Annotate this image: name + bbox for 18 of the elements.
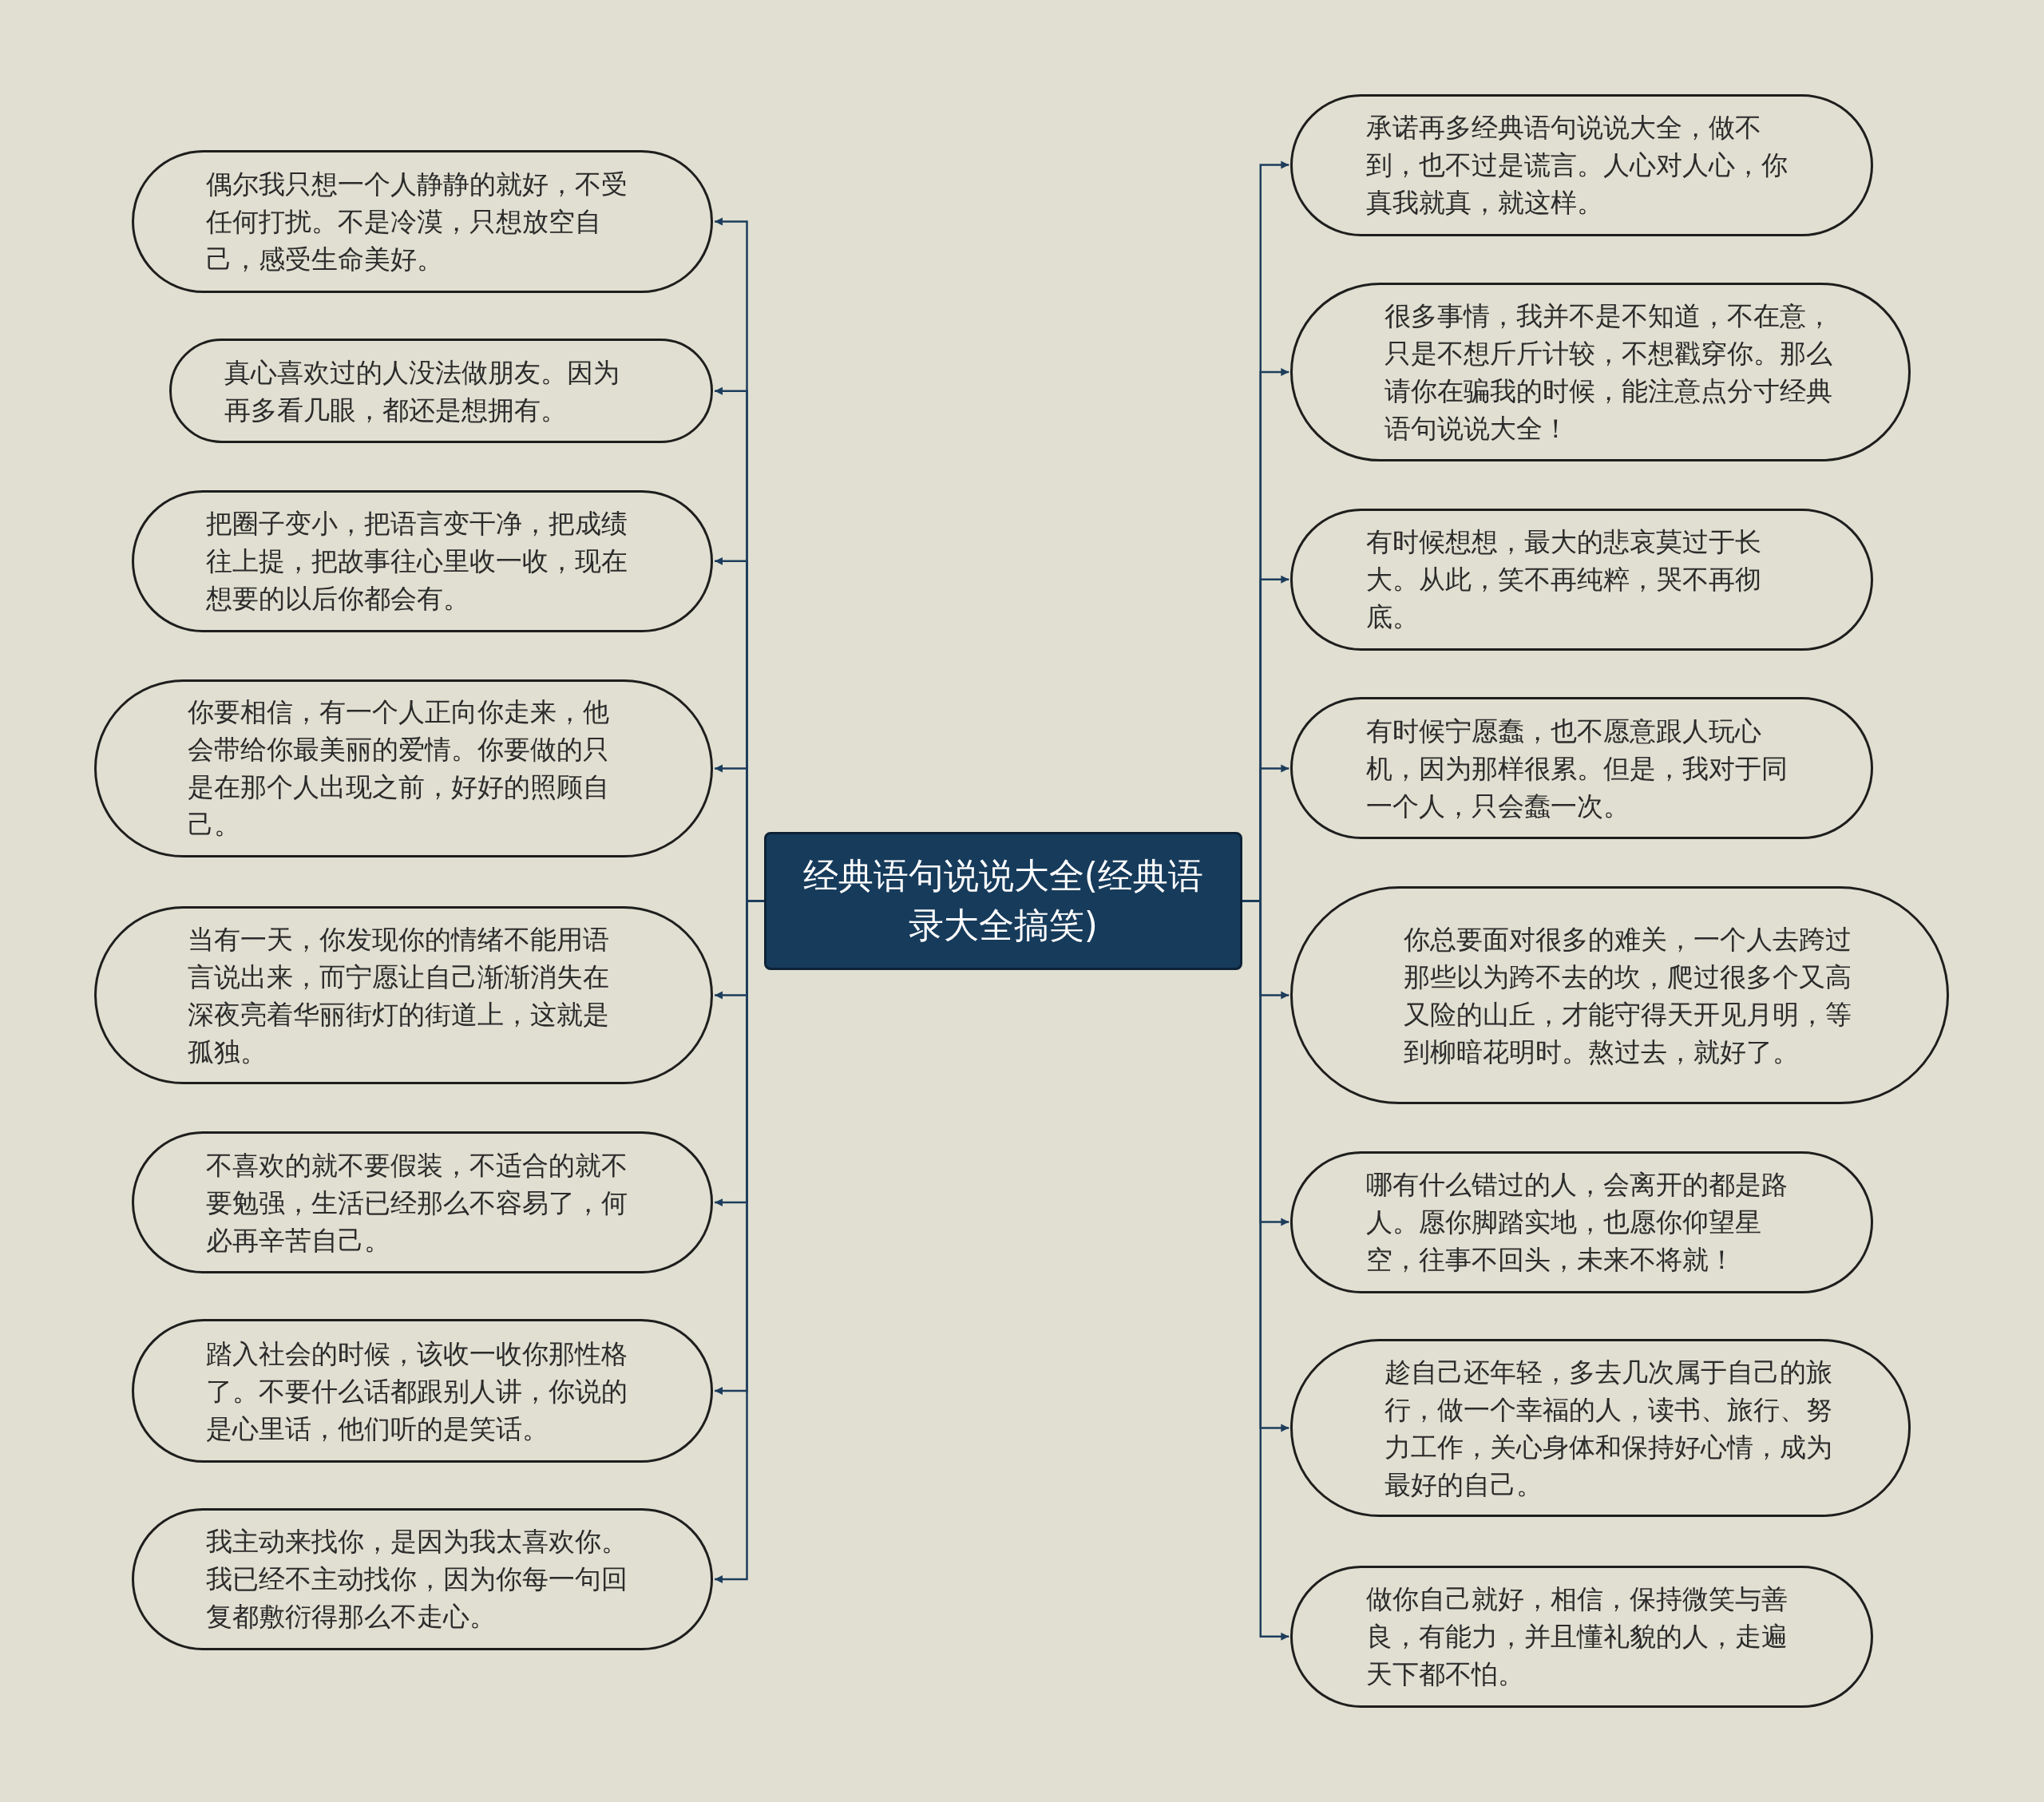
quote-text: 很多事情，我并不是不知道，不在意，只是不想斤斤计较，不想戳穿你。那么请你在骗我的时候，能注意点分寸经典语句说说大全！: [1384, 299, 1833, 446]
quote-text: 我主动来找你，是因为我太喜欢你。我已经不主动找你，因为你每一句回复都敷衍得那么不走心。: [205, 1525, 628, 1634]
quote-text: 你要相信，有一个人正向你走来，他会带给你最美丽的爱情。你要做的只是在那个人出现之前，好好的照顾自己。: [187, 695, 610, 842]
quote-text: 你总要面对很多的难关，一个人去跨过那些以为跨不去的坎，爬过很多个又高又险的山丘，才能守得天开见月明，等到柳暗花明时。熬过去，就好了。: [1404, 922, 1853, 1069]
quote-text: 哪有什么错过的人，会离开的都是路人。愿你脚踏实地，也愿你仰望星空，往事不回头，未来不将就！: [1365, 1168, 1788, 1277]
quote-text: 踏入社会的时候，该收一收你那性格了。不要什么话都跟别人讲，你说的是心里话，他们听的是笑话。: [205, 1337, 628, 1446]
quote-text: 偶尔我只想一个人静静的就好，不受任何打扰。不是冷漠，只想放空自己，感受生命美好。: [205, 168, 628, 277]
quote-text: 真心喜欢过的人没法做朋友。因为再多看几眼，都还是想拥有。: [224, 355, 620, 427]
quote-text: 趁自己还年轻，多去几次属于自己的旅行，做一个幸福的人，读书、旅行、努力工作，关心身体和保持好心情，成为最好的自己。: [1384, 1355, 1833, 1502]
quote-text: 有时候想想，最大的悲哀莫过于长大。从此，笑不再纯粹，哭不再彻底。: [1365, 525, 1762, 635]
topic-title: 经典语句说说大全(经典语录大全搞笑): [802, 854, 1204, 948]
quote-text: 做你自己就好，相信，保持微笑与善良，有能力，并且懂礼貌的人，走遍天下都不怕。: [1365, 1582, 1788, 1692]
quote-text: 把圈子变小，把语言变干净，把成绩往上提，把故事往心里收一收，现在想要的以后你都会有。: [205, 507, 628, 616]
quote-text: 有时候宁愿蠢，也不愿意跟人玩心机，因为那样很累。但是，我对于同一个人，只会蠢一次。: [1365, 714, 1788, 823]
topic-box: [763, 831, 1242, 970]
quote-text: 不喜欢的就不要假装，不适合的就不要勉强，生活已经那么不容易了，何必再辛苦自己。: [205, 1148, 628, 1257]
quote-text: 当有一天，你发现你的情绪不能用语言说出来，而宁愿让自己渐渐消失在深夜亮着华丽街灯的街道上，这就是孤独。: [187, 922, 610, 1069]
quote-text: 承诺再多经典语句说说大全，做不到，也不过是谎言。人心对人心，你真我就真，就这样。: [1365, 111, 1788, 220]
